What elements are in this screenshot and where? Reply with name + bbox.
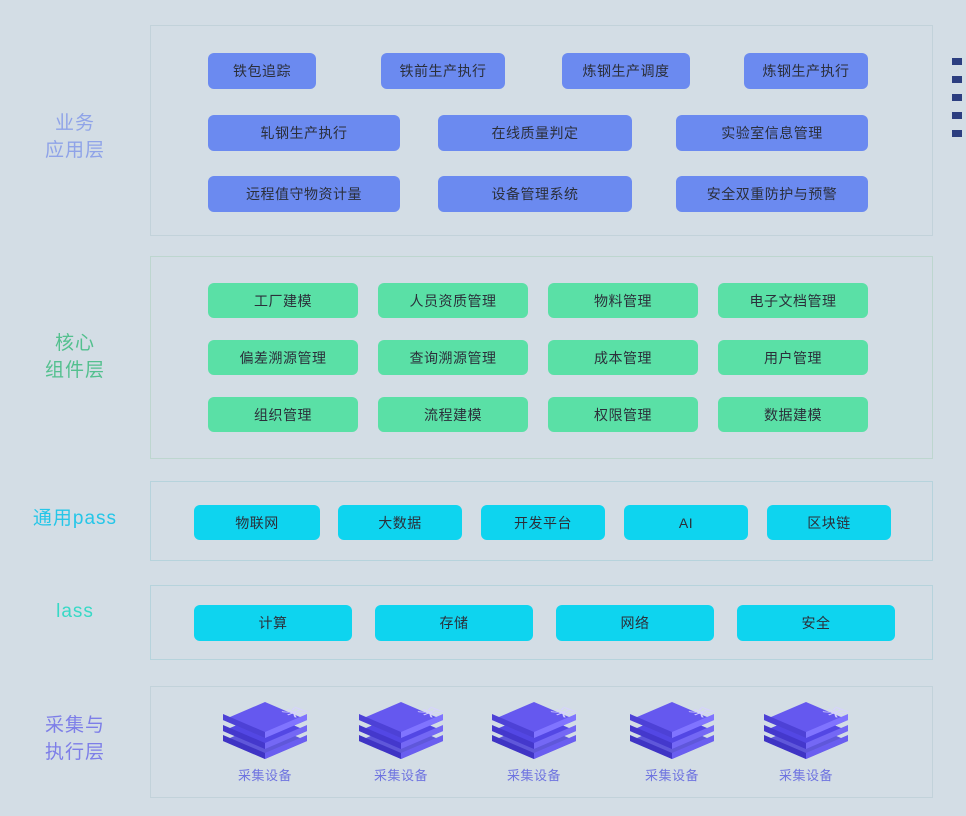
pill-business-0-3[interactable]: 炼钢生产执行 xyxy=(744,53,868,89)
pill-business-2-2[interactable]: 安全双重防护与预警 xyxy=(676,176,868,212)
device-4[interactable]: 采 采集设备 xyxy=(758,697,854,784)
panel-paas-layer xyxy=(150,481,933,561)
device-caption: 采集设备 xyxy=(237,768,292,783)
pill-business-1-0[interactable]: 轧钢生产执行 xyxy=(208,115,400,151)
legend-marker xyxy=(952,76,962,83)
layer-label-core: 核心 组件层 xyxy=(44,333,105,381)
layer-label-iaas: lass xyxy=(56,601,94,622)
pill-iaas-1[interactable]: 存储 xyxy=(375,605,533,641)
pill-core-0-2[interactable]: 物料管理 xyxy=(548,283,698,318)
pill-business-0-2[interactable]: 炼钢生产调度 xyxy=(562,53,690,89)
collection-device-icon: 采 xyxy=(359,702,448,759)
legend-marker xyxy=(952,112,962,119)
pill-business-1-2[interactable]: 实验室信息管理 xyxy=(676,115,868,151)
pill-business-1-1[interactable]: 在线质量判定 xyxy=(438,115,632,151)
device-0[interactable]: 采 采集设备 xyxy=(217,697,313,784)
device-caption: 采集设备 xyxy=(644,768,699,783)
pill-core-2-2[interactable]: 权限管理 xyxy=(548,397,698,432)
device-caption: 采集设备 xyxy=(506,768,561,783)
pill-iaas-2[interactable]: 网络 xyxy=(556,605,714,641)
pill-core-2-0[interactable]: 组织管理 xyxy=(208,397,358,432)
edge-legend-markers xyxy=(952,58,966,148)
device-2[interactable]: 采 采集设备 xyxy=(486,697,582,784)
pill-paas-2[interactable]: 开发平台 xyxy=(481,505,605,540)
layer-label-business: 业务 应用层 xyxy=(44,113,105,161)
collection-device-icon: 采 xyxy=(630,702,719,759)
device-1[interactable]: 采 采集设备 xyxy=(353,697,449,784)
panel-business-layer xyxy=(150,25,933,236)
layer-label-paas: 通用pass xyxy=(32,508,118,529)
pill-core-1-3[interactable]: 用户管理 xyxy=(718,340,868,375)
pill-paas-0[interactable]: 物联网 xyxy=(194,505,320,540)
pill-core-0-0[interactable]: 工厂建模 xyxy=(208,283,358,318)
pill-core-2-1[interactable]: 流程建模 xyxy=(378,397,528,432)
collection-device-icon: 采 xyxy=(223,702,312,759)
pill-core-0-3[interactable]: 电子文档管理 xyxy=(718,283,868,318)
pill-iaas-0[interactable]: 计算 xyxy=(194,605,352,641)
pill-core-0-1[interactable]: 人员资质管理 xyxy=(378,283,528,318)
pill-core-1-0[interactable]: 偏差溯源管理 xyxy=(208,340,358,375)
pill-iaas-3[interactable]: 安全 xyxy=(737,605,895,641)
panel-collect-layer xyxy=(150,686,933,798)
pill-paas-1[interactable]: 大数据 xyxy=(338,505,462,540)
layer-label-collect: 采集与 执行层 xyxy=(44,715,105,763)
collection-device-icon: 采 xyxy=(492,702,581,759)
pill-paas-4[interactable]: 区块链 xyxy=(767,505,891,540)
pill-business-0-1[interactable]: 铁前生产执行 xyxy=(381,53,505,89)
device-3[interactable]: 采 采集设备 xyxy=(624,697,720,784)
legend-marker xyxy=(952,58,962,65)
pill-business-0-0[interactable]: 铁包追踪 xyxy=(208,53,316,89)
pill-core-2-3[interactable]: 数据建模 xyxy=(718,397,868,432)
pill-core-1-1[interactable]: 查询溯源管理 xyxy=(378,340,528,375)
collection-device-icon: 采 xyxy=(764,702,853,759)
pill-core-1-2[interactable]: 成本管理 xyxy=(548,340,698,375)
device-caption: 采集设备 xyxy=(373,768,428,783)
panel-core-layer xyxy=(150,256,933,459)
legend-marker xyxy=(952,130,962,137)
pill-business-2-1[interactable]: 设备管理系统 xyxy=(438,176,632,212)
device-caption: 采集设备 xyxy=(778,768,833,783)
pill-business-2-0[interactable]: 远程值守物资计量 xyxy=(208,176,400,212)
panel-iaas-layer xyxy=(150,585,933,660)
legend-marker xyxy=(952,94,962,101)
pill-paas-3[interactable]: AI xyxy=(624,505,748,540)
